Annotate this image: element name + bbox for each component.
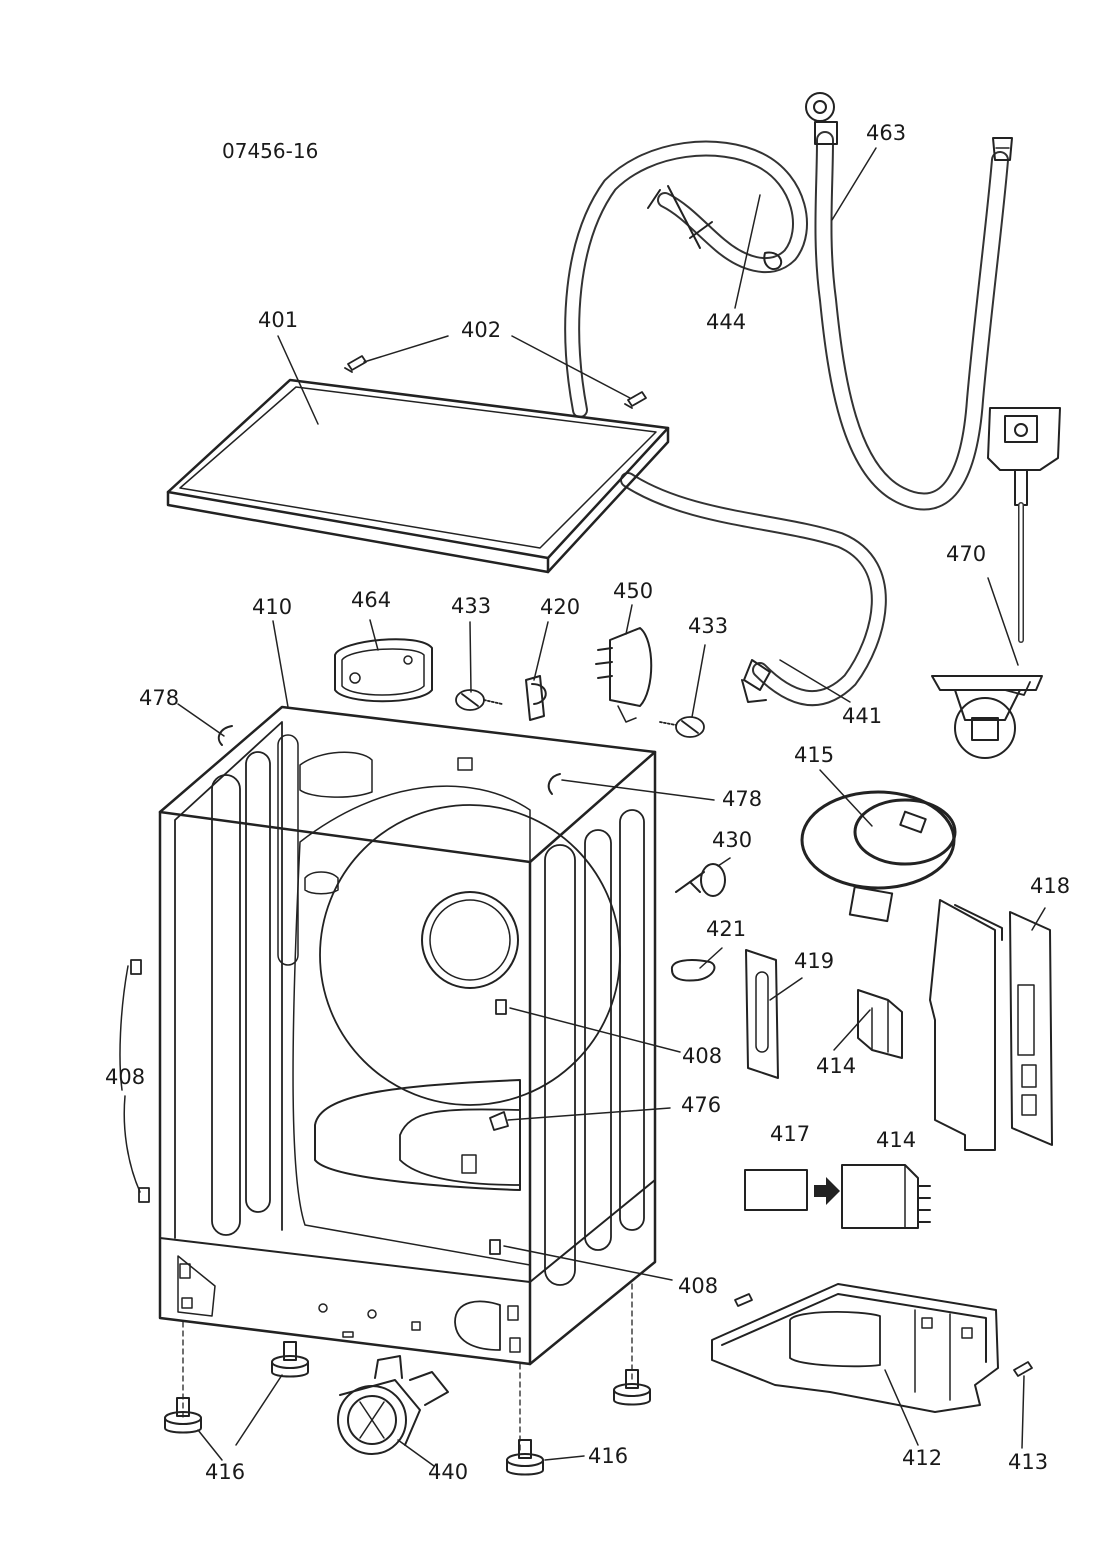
label-416-right: 416 (588, 1444, 629, 1468)
top-lid-401 (166, 378, 670, 574)
module-414 (841, 1164, 931, 1229)
label-420: 420 (540, 595, 581, 619)
document-id: 07456-16 (222, 139, 319, 163)
label-413: 413 (1008, 1450, 1049, 1474)
pcb-cover-418 (929, 899, 1053, 1151)
power-cord-470 (931, 407, 1061, 759)
connector-414-small (857, 989, 903, 1059)
label-421: 421 (706, 917, 747, 941)
foot-guide-lines (182, 1283, 633, 1453)
bracket-476 (489, 1111, 509, 1131)
label-430: 430 (712, 828, 753, 852)
inlet-hose-463 (805, 92, 1013, 511)
label-412: 412 (902, 1446, 943, 1470)
label-433-right: 433 (688, 614, 729, 638)
label-464: 464 (351, 588, 392, 612)
clips-408 (130, 959, 507, 1255)
drain-hose-444 (564, 140, 808, 418)
label-416-left: 416 (205, 1460, 246, 1484)
cable-415 (800, 790, 957, 923)
drain-hose-441 (620, 472, 887, 706)
label-410: 410 (252, 595, 293, 619)
label-408-bottom: 408 (678, 1274, 719, 1298)
label-408-center: 408 (682, 1044, 723, 1068)
clip-420 (525, 675, 547, 721)
base-cover-412 (711, 1283, 999, 1413)
label-478-left: 478 (139, 686, 180, 710)
feet-416 (164, 1341, 651, 1476)
valve-430 (675, 863, 726, 897)
label-470: 470 (946, 542, 987, 566)
cable-tie-433-left (455, 689, 503, 711)
label-433-left: 433 (451, 594, 492, 618)
pressure-switch-450 (595, 627, 653, 723)
screws-413 (734, 1293, 1033, 1377)
label-401: 401 (258, 308, 299, 332)
insert-arrow (814, 1177, 840, 1205)
label-440: 440 (428, 1460, 469, 1484)
label-476: 476 (681, 1093, 722, 1117)
cable-tie-433-right (659, 716, 705, 738)
cabinet-410 (158, 705, 657, 1366)
label-463: 463 (866, 121, 907, 145)
drain-pump-440 (337, 1355, 449, 1455)
label-414-connector: 414 (816, 1054, 857, 1078)
label-450: 450 (613, 579, 654, 603)
bracket-419 (745, 949, 779, 1079)
leader-lines (119, 147, 1046, 1467)
label-418: 418 (1030, 874, 1071, 898)
label-414-module: 414 (876, 1128, 917, 1152)
label-444: 444 (706, 310, 747, 334)
label-408-left: 408 (105, 1065, 146, 1089)
card-417 (744, 1169, 808, 1211)
label-441: 441 (842, 704, 883, 728)
label-402: 402 (461, 318, 502, 342)
bracket-464 (334, 638, 433, 703)
label-419: 419 (794, 949, 835, 973)
clamp-421 (670, 959, 716, 982)
label-417: 417 (770, 1122, 811, 1146)
label-478-right: 478 (722, 787, 763, 811)
label-415: 415 (794, 743, 835, 767)
